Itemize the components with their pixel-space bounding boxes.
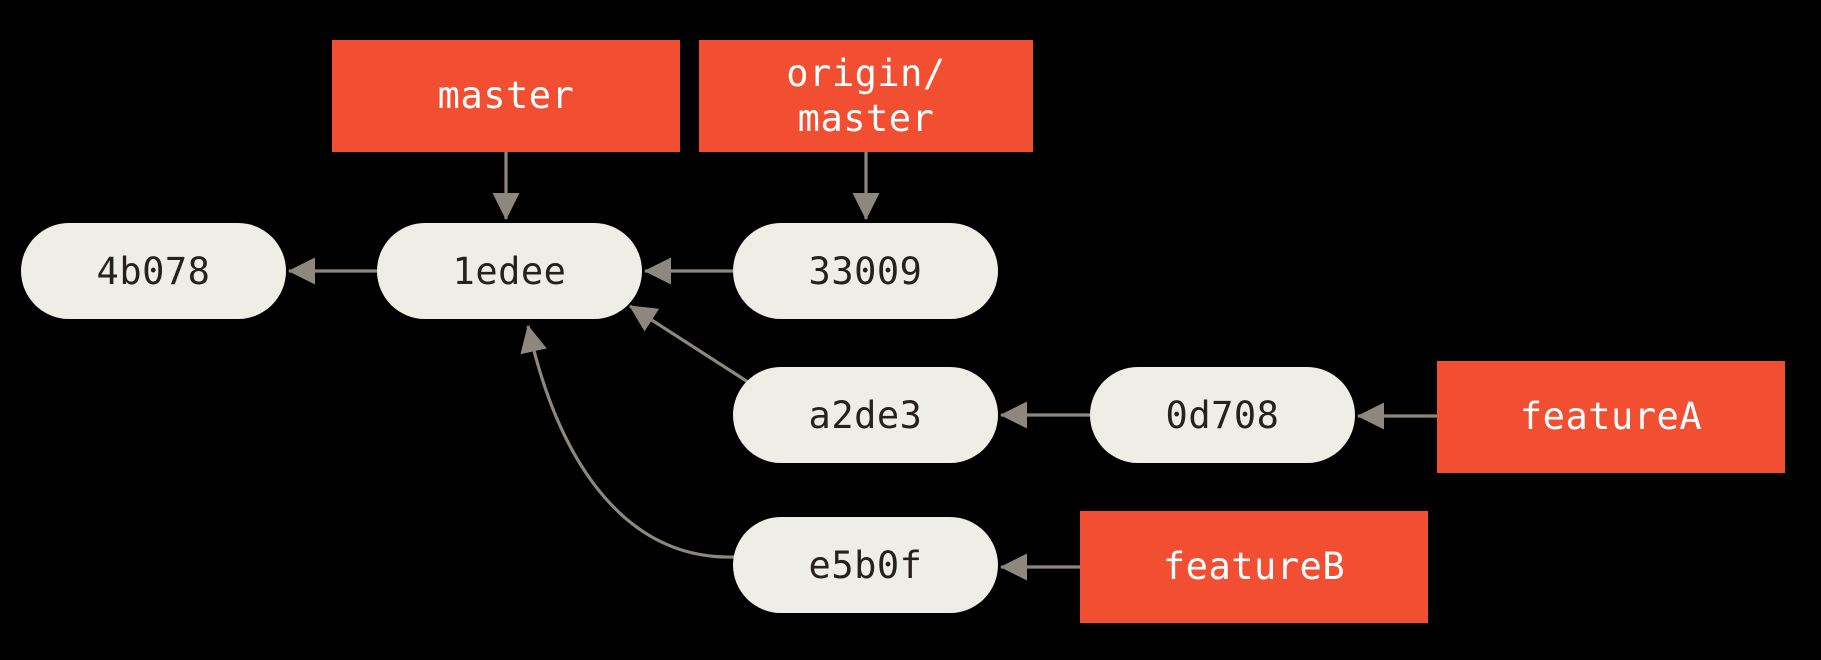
branch-label-origin-master: origin/ master xyxy=(699,40,1033,152)
commit-node-1edee: 1edee xyxy=(377,223,642,319)
commit-node-0d708: 0d708 xyxy=(1090,367,1355,463)
edge-e5b0f-to-1edee xyxy=(520,325,735,559)
commit-node-4b078: 4b078 xyxy=(21,223,286,319)
branch-label-master: master xyxy=(332,40,680,152)
commit-node-a2de3: a2de3 xyxy=(733,367,998,463)
commit-node-e5b0f: e5b0f xyxy=(733,517,998,613)
edge-a2de3-to-1edee xyxy=(629,304,749,384)
commit-node-33009: 33009 xyxy=(733,223,998,319)
branch-label-featureA: featureA xyxy=(1437,361,1785,473)
branch-label-featureB: featureB xyxy=(1080,511,1428,623)
